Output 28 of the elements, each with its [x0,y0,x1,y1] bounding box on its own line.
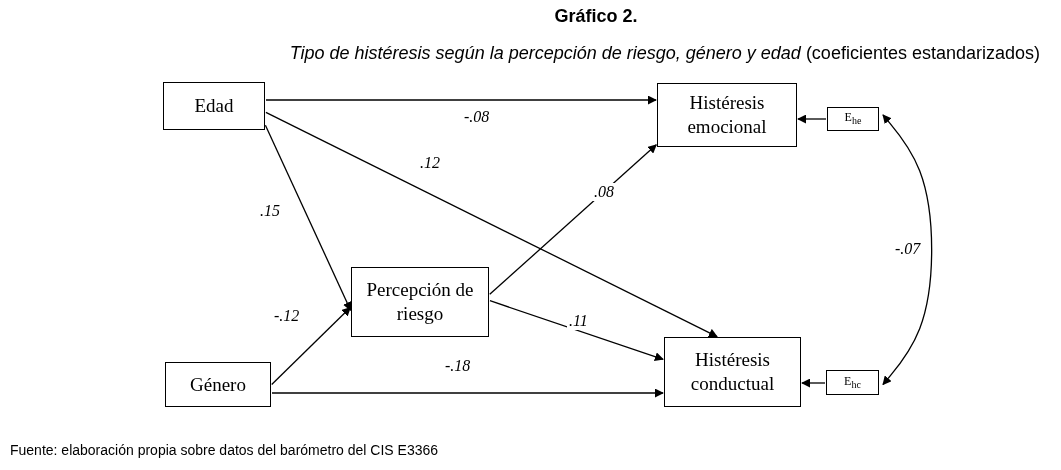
arrow [797,114,827,124]
variable-box [351,267,489,337]
source-note: Fuente: elaboración propia sobre datos del barómetro del CIS E3366 [10,442,439,458]
error-term-label: E$_{he}$ [844,110,862,128]
variable-label: Edad [194,94,234,118]
arrow [265,111,718,338]
edge-label: .08 [592,183,616,201]
variable-label: Percepción de riesgo [365,278,475,326]
arrow [271,388,664,398]
error-term-label: E$_{hc}$ [844,373,861,392]
arrow [264,124,352,312]
variable-box [165,362,271,407]
variable-label: Histéresis emocional [686,91,768,139]
variable-box [657,83,797,147]
variable-box [163,82,265,130]
error-term-box [827,107,879,131]
arrow [882,114,933,386]
variable-label: Género [190,372,246,397]
error-term-box [826,370,879,395]
chart-title: Gráfico 2. [553,6,639,27]
chart-subtitle: Tipo de histéresis según la percepción de riesgo, género y edad (coeficientes estandarizados) [289,43,1040,64]
arrow [801,378,826,388]
arrow [489,300,664,361]
arrow [489,144,657,295]
variable-label: Histéresis conductual [689,348,776,396]
arrow [271,306,351,386]
variable-box [664,337,801,407]
arrow [265,95,657,105]
